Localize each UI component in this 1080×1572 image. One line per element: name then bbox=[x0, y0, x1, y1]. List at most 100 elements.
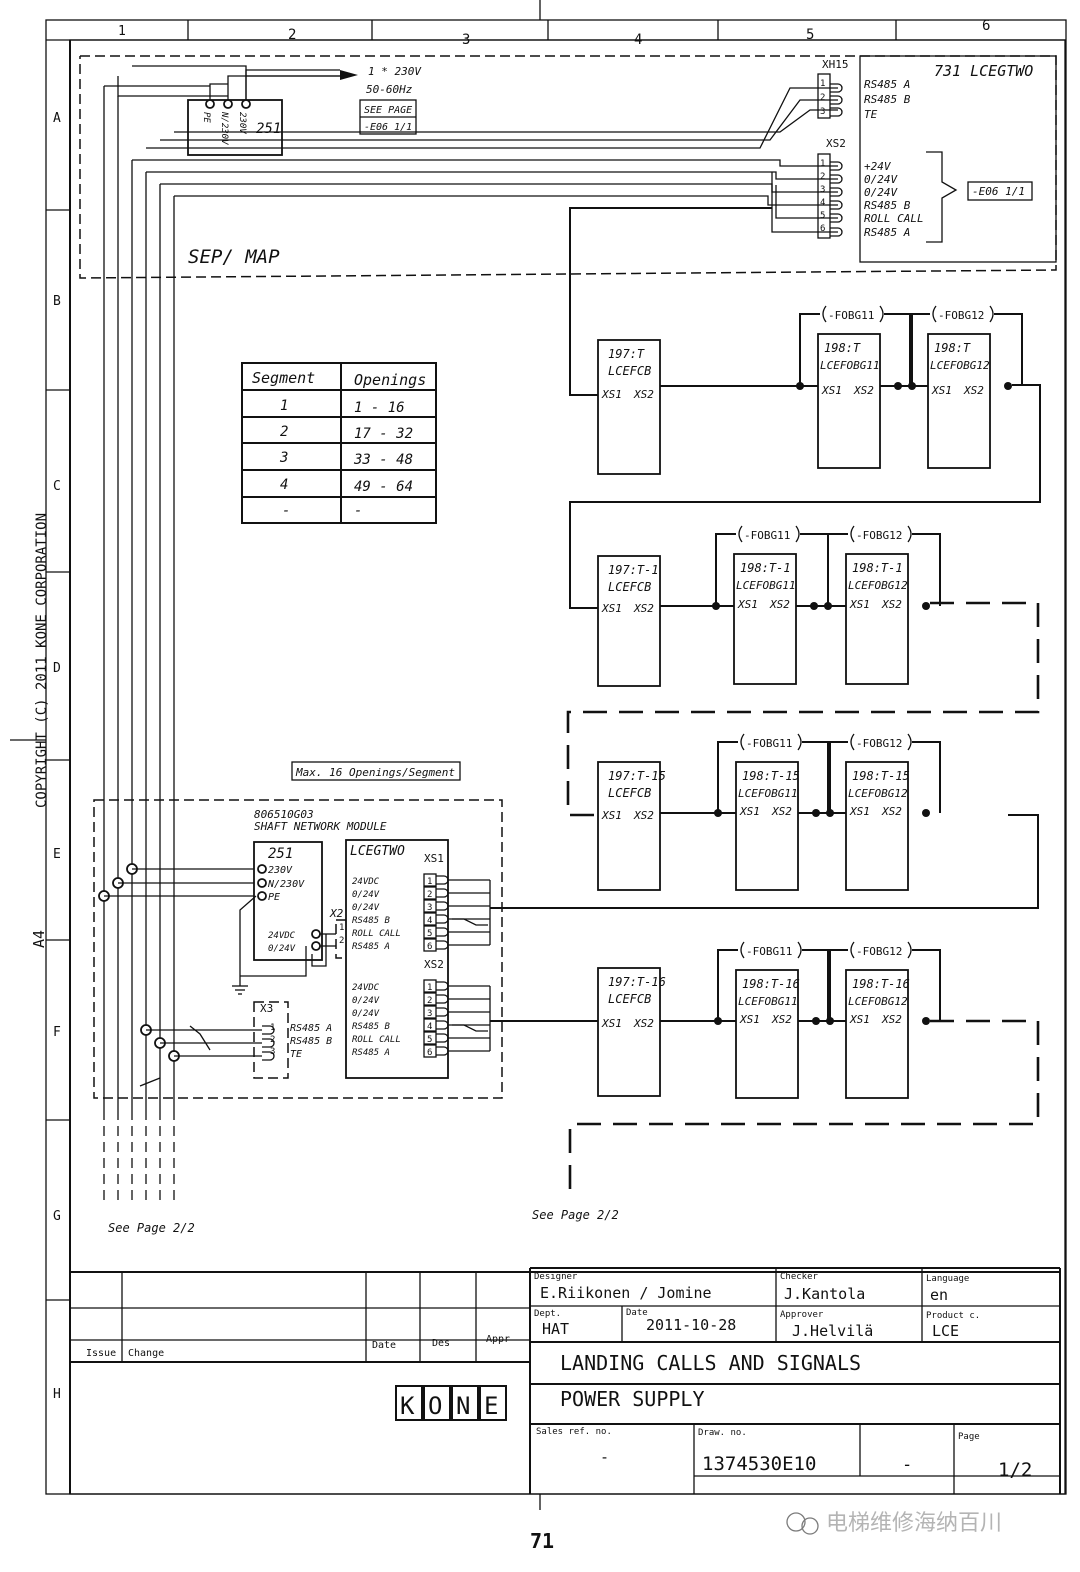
draw-no-label: Draw. no. bbox=[698, 1428, 747, 1438]
pin-number: 3 bbox=[270, 1047, 275, 1057]
sheet-frame: 1 2 3 4 5 6 A B C D E F G H COPYRIGHT (C… bbox=[10, 0, 1067, 1510]
x3-box bbox=[253, 1001, 289, 1079]
node-id: 198:T bbox=[824, 341, 861, 355]
xs2-label: XS2 bbox=[963, 384, 984, 397]
approver-value: J.Helvilä bbox=[792, 1322, 873, 1340]
ref-text: -E06 1/1 bbox=[972, 185, 1025, 198]
see-page-left: See Page 2/2 bbox=[108, 1221, 195, 1235]
arrow-icon bbox=[340, 70, 358, 80]
table-cell: 49 - 64 bbox=[354, 479, 413, 495]
xs2-label: XS2 bbox=[633, 388, 654, 401]
dept-label: Dept. bbox=[534, 1309, 561, 1319]
xs1-label: XS1 bbox=[849, 598, 870, 611]
row-label: F bbox=[53, 1025, 61, 1040]
rev-header: Appr bbox=[486, 1334, 510, 1345]
sub-251-box bbox=[253, 841, 323, 961]
module-name: SHAFT NETWORK MODULE bbox=[254, 820, 387, 833]
pin-number: 4 bbox=[427, 1022, 432, 1032]
xs2-signal: RS485 A bbox=[864, 226, 910, 239]
xh15-signal: RS485 B bbox=[864, 93, 911, 106]
fuse-label: -FOBG11 bbox=[746, 945, 792, 958]
checker-value: J.Kantola bbox=[784, 1285, 865, 1303]
terminal-pe bbox=[205, 99, 215, 109]
xs1-label: XS1 bbox=[737, 598, 758, 611]
table-header: Segment bbox=[252, 369, 315, 387]
pin-number: 5 bbox=[427, 1035, 432, 1045]
node-type: LCEFOBG11 bbox=[738, 787, 798, 800]
pin-number: 3 bbox=[427, 1009, 432, 1019]
pin-number: 6 bbox=[427, 942, 432, 952]
fuse-label: -FOBG12 bbox=[856, 529, 902, 542]
title-block: Issue Change Date Des Appr Designer E.Ri… bbox=[70, 1267, 1061, 1494]
lcefcb-box bbox=[597, 339, 661, 475]
xh15-signal: RS485 A bbox=[864, 78, 910, 91]
xs2-label: XS2 bbox=[881, 598, 902, 611]
pin-signal: 0/24V bbox=[352, 996, 380, 1006]
pin-signal: RS485 B bbox=[352, 1022, 391, 1032]
xs2-label: XS2 bbox=[771, 1013, 792, 1026]
pin-signal: 0/24V bbox=[352, 1009, 380, 1019]
pin-number: 1 bbox=[339, 923, 344, 933]
x3-signal: RS485 B bbox=[290, 1036, 332, 1047]
xs2-label: XS2 bbox=[881, 1013, 902, 1026]
table-cell: 17 - 32 bbox=[354, 426, 413, 442]
watermark: 电梯维修海纳百川 bbox=[786, 1511, 1002, 1536]
xs2-signal: 0/24V bbox=[864, 173, 898, 186]
pin-signal: RS485 A bbox=[352, 942, 390, 952]
module-251-box bbox=[187, 99, 283, 156]
xs1-label: XS1 bbox=[849, 1013, 870, 1026]
shaft-network-module: Max. 16 Openings/Segment 806510G03 SHAFT… bbox=[93, 761, 503, 1099]
lcegtwo-box bbox=[859, 55, 1057, 263]
x3-signal: RS485 A bbox=[290, 1023, 332, 1034]
column-label: 3 bbox=[462, 32, 470, 48]
pin-number: 3 bbox=[427, 903, 432, 913]
row-label: D bbox=[53, 661, 61, 676]
rev-header: Change bbox=[128, 1348, 164, 1359]
pin-number: 6 bbox=[820, 224, 825, 234]
lcefobg12-box bbox=[845, 969, 909, 1099]
copyright-text: COPYRIGHT (C) 2011 KONE CORPORATION bbox=[34, 513, 50, 808]
lcefobg11-box bbox=[817, 333, 881, 469]
lcefobg12-box bbox=[845, 761, 909, 891]
logo-letter: N bbox=[456, 1392, 470, 1420]
sheet-size-label: A4 bbox=[30, 930, 48, 948]
xs1-label: XS1 bbox=[601, 809, 622, 822]
node-type: LCEFOBG11 bbox=[736, 579, 796, 592]
node-id: 198:T-15 bbox=[742, 769, 800, 783]
sales-value: - bbox=[600, 1448, 609, 1466]
product-value: LCE bbox=[932, 1322, 959, 1340]
x3-signal: TE bbox=[290, 1049, 302, 1060]
node-type: LCEFCB bbox=[608, 580, 651, 594]
terminal-230v bbox=[241, 99, 251, 109]
row-label: C bbox=[53, 479, 61, 494]
lcefcb-box bbox=[597, 555, 661, 687]
page-number: 71 bbox=[530, 1529, 554, 1553]
xh15-signal: TE bbox=[864, 108, 878, 121]
table-cell: - bbox=[282, 503, 290, 519]
node-type: LCEFCB bbox=[608, 364, 651, 378]
date-label: Date bbox=[626, 1308, 648, 1318]
pin-number: 1 bbox=[270, 1023, 275, 1033]
xs1-label: XS1 bbox=[931, 384, 952, 397]
row-label: A bbox=[53, 111, 61, 126]
row-label: G bbox=[53, 1209, 61, 1224]
lcefcb-box bbox=[597, 967, 661, 1097]
pin-label: 0/24V bbox=[268, 944, 296, 954]
see-page-right: See Page 2/2 bbox=[532, 1208, 619, 1222]
pin-label: PE bbox=[201, 112, 211, 123]
pin-signal: 24VDC bbox=[352, 877, 380, 887]
supply-frequency: 50-60Hz bbox=[366, 83, 413, 96]
drawing-title-2: POWER SUPPLY bbox=[560, 1387, 705, 1411]
xs1-label: XS1 bbox=[821, 384, 842, 397]
lcefobg11-box bbox=[735, 761, 799, 891]
row-label: B bbox=[53, 294, 61, 309]
module-part-no: 806510G03 bbox=[254, 808, 314, 821]
xs2-label: XS2 bbox=[826, 137, 846, 150]
column-label: 1 bbox=[118, 24, 126, 39]
node-id: 198:T-16 bbox=[742, 977, 800, 991]
fuse-label: -FOBG12 bbox=[856, 737, 902, 750]
